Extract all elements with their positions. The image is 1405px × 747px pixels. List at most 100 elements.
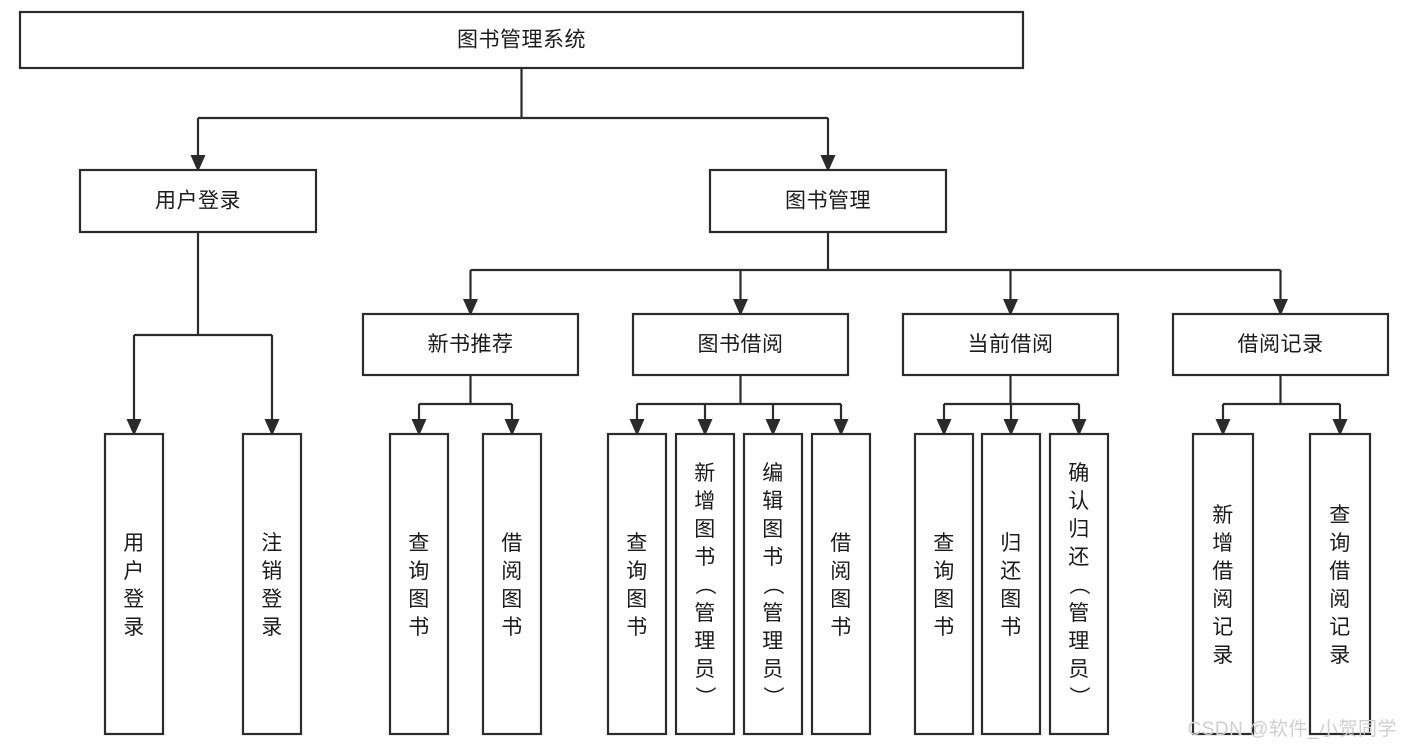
node-box[interactable]	[103, 432, 165, 736]
node-box[interactable]	[388, 432, 450, 736]
node-label-char: 销	[261, 560, 283, 583]
node-book-borrow[interactable]: 图书借阅	[631, 312, 850, 377]
node-label-char: ）	[1067, 686, 1090, 708]
node-box[interactable]	[901, 312, 1120, 377]
edge-group-book-manage	[463, 232, 1288, 316]
node-box[interactable]	[913, 432, 975, 736]
node-label: 图书管理系统	[457, 29, 586, 52]
node-box[interactable]	[481, 432, 543, 736]
node-box[interactable]	[361, 312, 580, 377]
node-root[interactable]: 图书管理系统	[18, 10, 1025, 70]
node-label-char: 查	[626, 532, 648, 555]
node-label-char: 阅	[1212, 588, 1234, 611]
node-box[interactable]	[606, 432, 668, 736]
node-box[interactable]	[810, 432, 872, 736]
node-box[interactable]	[708, 168, 948, 234]
node-label-char: 书	[501, 616, 523, 639]
node-label-char: 书	[830, 616, 852, 639]
connector-layer	[126, 68, 1348, 436]
node-box[interactable]	[742, 432, 804, 736]
node-box[interactable]	[631, 312, 850, 377]
node-box[interactable]	[241, 432, 303, 736]
edge-group-new-book-recommend	[411, 375, 520, 436]
node-label-char: （	[1067, 574, 1090, 596]
node-label-char: 图	[501, 588, 523, 611]
node-box[interactable]	[18, 10, 1025, 70]
node-label-char: 员	[694, 658, 716, 681]
node-box[interactable]	[1048, 432, 1110, 736]
node-box[interactable]	[1191, 432, 1255, 736]
node-label-char: 用	[123, 532, 145, 555]
node-label-char: 户	[123, 560, 145, 583]
node-label-char: ）	[761, 686, 784, 708]
arrow-head-icon	[1215, 419, 1231, 436]
arrow-head-icon	[765, 419, 781, 436]
node-label-char: 确	[1068, 462, 1090, 485]
node-label-char: 新	[694, 462, 716, 485]
node-label-char: 图	[933, 588, 955, 611]
node-label-char: 归	[1000, 532, 1022, 555]
node-label-char: 阅	[830, 560, 852, 583]
node-label-char: （	[693, 574, 716, 596]
node-label-char: 录	[1212, 644, 1234, 667]
arrow-head-icon	[1332, 419, 1348, 436]
node-current-borrow[interactable]: 当前借阅	[901, 312, 1120, 377]
node-label-char: 查	[933, 532, 955, 555]
node-label-char: 增	[1212, 532, 1234, 555]
arrow-head-icon	[697, 419, 713, 436]
node-borrow-record[interactable]: 借阅记录	[1171, 312, 1390, 377]
edge-group-book-borrow	[629, 375, 849, 436]
node-label-char: 录	[123, 616, 145, 639]
node-label: 当前借阅	[968, 333, 1054, 356]
node-label-char: 借	[1329, 560, 1351, 583]
node-label-char: 询	[626, 560, 648, 583]
node-label-char: 书	[762, 546, 784, 569]
node-label-char: 辑	[762, 490, 784, 513]
node-box[interactable]	[1171, 312, 1390, 377]
node-user-login[interactable]: 用户登录	[78, 168, 318, 234]
node-box[interactable]	[674, 432, 736, 736]
node-label-char: 还	[1000, 560, 1022, 583]
node-new-book-recommend[interactable]: 新书推荐	[361, 312, 580, 377]
arrow-head-icon	[1003, 299, 1018, 316]
node-box[interactable]	[980, 432, 1042, 736]
arrow-head-icon	[264, 419, 280, 436]
csdn-watermark: CSDN @软件_小贺同学	[1187, 719, 1397, 740]
node-label-char: 书	[694, 546, 716, 569]
node-leaf-user-login[interactable]: 用户登录	[103, 432, 165, 736]
node-label-char: 注	[261, 532, 283, 555]
node-label-char: 记	[1212, 616, 1234, 639]
arrow-head-icon	[190, 155, 206, 172]
node-book-manage[interactable]: 图书管理	[708, 168, 948, 234]
node-label-char: 归	[1068, 518, 1090, 541]
node-label-char: 询	[408, 560, 430, 583]
node-label-char: 新	[1212, 504, 1234, 527]
node-label-char: ）	[693, 686, 716, 708]
node-label-char: 询	[1329, 532, 1351, 555]
node-box[interactable]	[78, 168, 318, 234]
arrow-head-icon	[1003, 419, 1019, 436]
node-label-char: 认	[1068, 490, 1090, 513]
edge-group-current-borrow	[936, 375, 1087, 436]
node-label-char: 图	[830, 588, 852, 611]
arrow-head-icon	[936, 419, 952, 436]
arrow-head-icon	[1071, 419, 1087, 436]
node-label-char: 图	[762, 518, 784, 541]
node-box[interactable]	[1308, 432, 1372, 736]
node-label-char: 管	[762, 602, 784, 625]
node-label-char: 员	[1068, 658, 1090, 681]
node-label: 图书管理	[785, 190, 871, 213]
